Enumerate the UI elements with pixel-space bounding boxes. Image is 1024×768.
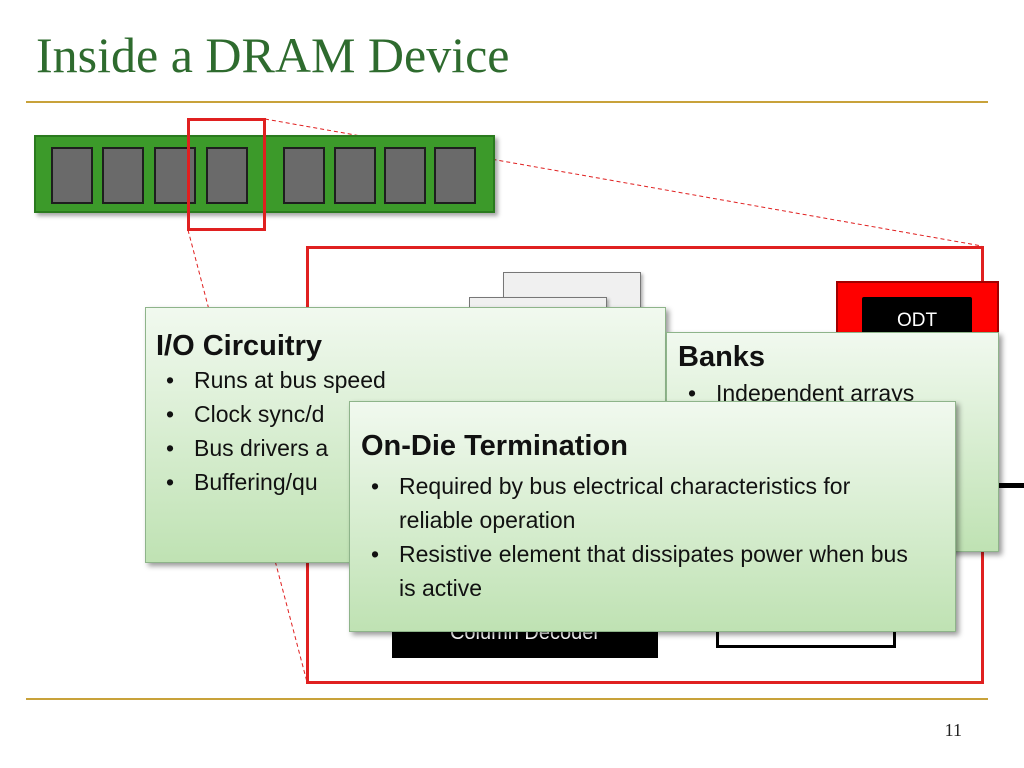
bullet-item: Resistive element that dissipates power …: [361, 537, 955, 605]
callout-heading: I/O Circuitry: [156, 330, 322, 362]
bullet-list: Runs at bus speed Clock sync/d Bus drive…: [156, 363, 665, 499]
bullet-item: Runs at bus speed: [156, 363, 665, 397]
dram-chip: [283, 147, 325, 204]
page-number: 11: [944, 720, 962, 740]
footer-rule: [26, 698, 988, 700]
bullet-item: Required by bus electrical characteristi…: [361, 469, 955, 537]
bullet-item: Bus drivers a: [156, 431, 665, 465]
bullet-item: Buffering/qu: [156, 465, 665, 499]
title-rule: [26, 101, 988, 103]
bus-connector-line: [996, 483, 1024, 488]
bullet-list: Required by bus electrical characteristi…: [361, 469, 955, 605]
dram-chip: [334, 147, 376, 204]
callout-heading: On-Die Termination: [361, 430, 628, 462]
callout-heading: Banks: [678, 341, 766, 373]
dram-chip: [102, 147, 144, 204]
chip-highlight-box: [187, 118, 266, 231]
dram-chip: [51, 147, 93, 204]
callout-on-die-termination: On-Die Termination Required by bus elect…: [349, 401, 956, 632]
odt-block: ODT: [862, 297, 972, 337]
dram-chip: [384, 147, 426, 204]
dram-chip: [206, 147, 248, 204]
dram-chip: [434, 147, 476, 204]
bullet-item: Clock sync/d: [156, 397, 665, 431]
slide-title: Inside a DRAM Device: [36, 27, 510, 83]
